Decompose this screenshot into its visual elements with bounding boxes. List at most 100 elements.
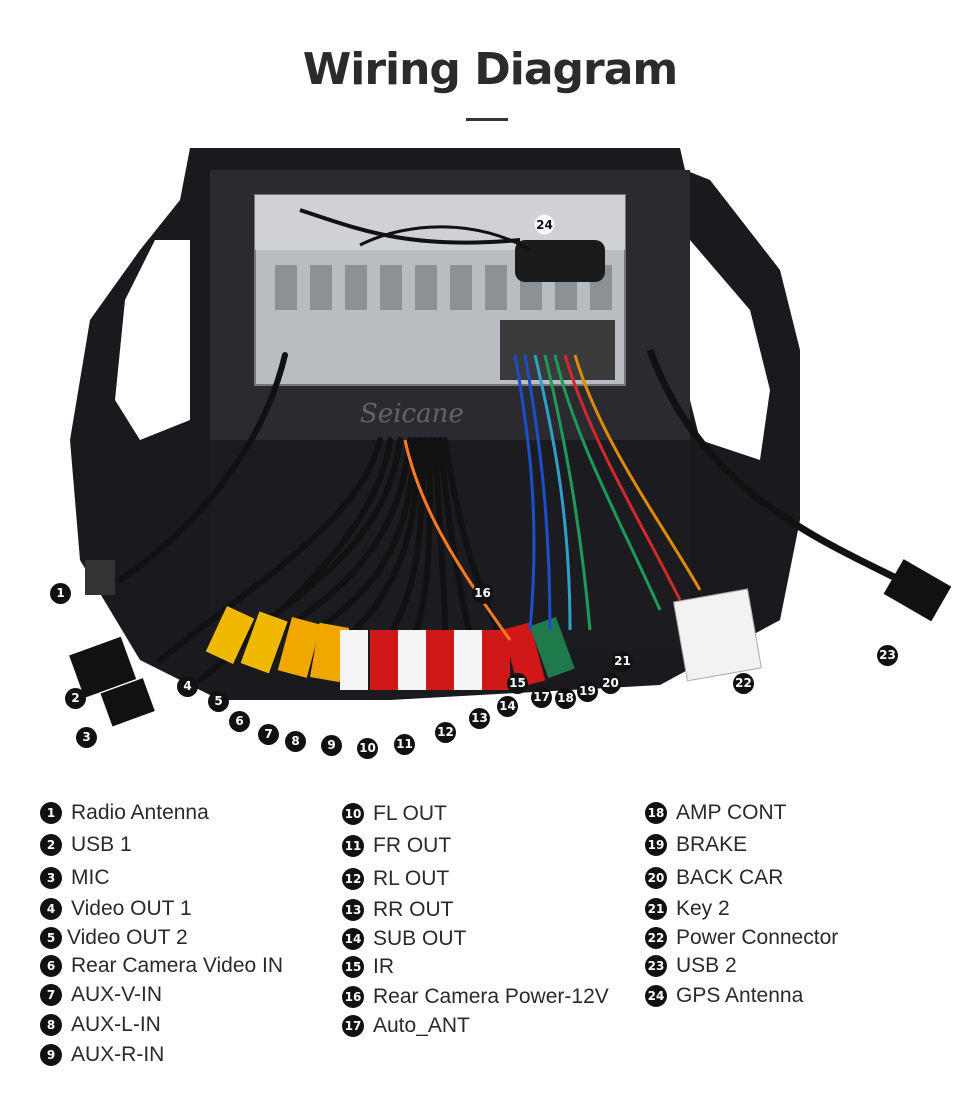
legend-label: BRAKE <box>676 833 748 856</box>
legend-badge: 8 <box>40 1014 62 1036</box>
page-title: Wiring Diagram <box>302 44 679 95</box>
legend-label: Rear Camera Power-12V <box>373 985 609 1008</box>
legend-label: Video OUT 2 <box>67 926 188 949</box>
legend-label: AUX-R-IN <box>71 1043 165 1066</box>
legend-item-amp-cont: 18 AMP CONT <box>645 800 786 826</box>
callout-12: 12 <box>435 722 456 743</box>
legend-item-auto-ant: 17 Auto_ANT <box>342 1013 470 1039</box>
legend-item-video-out-2: 5 Video OUT 2 <box>40 925 188 951</box>
legend-label: Video OUT 1 <box>71 897 192 920</box>
legend-item-fl-out: 10 FL OUT <box>342 801 447 827</box>
legend-label: AMP CONT <box>676 801 787 824</box>
legend-badge: 16 <box>342 986 364 1008</box>
legend-label: FL OUT <box>373 802 447 825</box>
callout-4: 4 <box>177 676 198 697</box>
callout-10: 10 <box>357 738 378 759</box>
callout-23: 23 <box>877 645 898 666</box>
legend-badge: 3 <box>40 867 62 889</box>
legend-badge: 11 <box>342 835 364 857</box>
legend-label: Key 2 <box>676 897 730 920</box>
radio-antenna-plug <box>85 560 115 595</box>
legend-badge: 21 <box>645 898 667 920</box>
legend-label: RL OUT <box>373 867 450 890</box>
power-connector <box>673 588 762 682</box>
legend-badge: 5 <box>40 927 62 949</box>
gps-puck <box>515 240 605 282</box>
product-photo: Seicane <box>60 140 960 780</box>
callout-2: 2 <box>65 688 86 709</box>
legend-label: Power Connector <box>676 926 839 949</box>
legend-label: MIC <box>71 866 110 889</box>
legend-badge: 17 <box>342 1015 364 1037</box>
watermark: Seicane <box>360 399 464 429</box>
legend-badge: 2 <box>40 834 62 856</box>
legend-badge: 12 <box>342 868 364 890</box>
legend-item-rear-camera-video-in: 6 Rear Camera Video IN <box>40 953 283 979</box>
legend-badge: 13 <box>342 899 364 921</box>
legend-label: RR OUT <box>373 898 454 921</box>
legend-label: BACK CAR <box>676 866 784 889</box>
legend-label: IR <box>373 955 394 978</box>
legend-item-power-connector: 22 Power Connector <box>645 925 838 951</box>
legend-badge: 19 <box>645 834 667 856</box>
callout-5: 5 <box>208 691 229 712</box>
usb2-plug <box>883 559 952 622</box>
callout-7: 7 <box>258 724 279 745</box>
legend-badge: 22 <box>645 927 667 949</box>
legend-badge: 4 <box>40 898 62 920</box>
rca-connectors <box>205 606 575 690</box>
legend-label: Auto_ANT <box>373 1014 470 1037</box>
callout-15: 15 <box>507 673 528 694</box>
legend-item-radio-antenna: 1 Radio Antenna <box>40 800 209 826</box>
callout-3: 3 <box>76 727 97 748</box>
bezel-window-left <box>115 240 190 440</box>
callout-6: 6 <box>229 711 250 732</box>
legend-label: GPS Antenna <box>676 984 804 1007</box>
legend-item-aux-v-in: 7 AUX-V-IN <box>40 982 162 1008</box>
legend-label: FR OUT <box>373 834 452 857</box>
legend-item-rr-out: 13 RR OUT <box>342 897 454 923</box>
legend-item-aux-r-in: 9 AUX-R-IN <box>40 1042 164 1068</box>
legend-item-brake: 19 BRAKE <box>645 832 747 858</box>
legend-item-sub-out: 14 SUB OUT <box>342 926 466 952</box>
callout-14: 14 <box>497 696 518 717</box>
legend-badge: 10 <box>342 803 364 825</box>
callout-18: 18 <box>555 688 576 709</box>
legend-badge: 23 <box>645 955 667 977</box>
callout-9: 9 <box>321 735 342 756</box>
legend-label: Radio Antenna <box>71 801 209 824</box>
callout-1: 1 <box>50 583 71 604</box>
legend-item-aux-l-in: 8 AUX-L-IN <box>40 1012 161 1038</box>
wiring-illustration: Seicane <box>69 148 952 727</box>
legend-label: USB 2 <box>676 954 737 977</box>
mic-plug <box>100 678 155 727</box>
callout-16: 16 <box>472 583 493 604</box>
legend-item-ir: 15 IR <box>342 954 394 980</box>
legend-item-usb2: 23 USB 2 <box>645 953 737 979</box>
legend-badge: 7 <box>40 984 62 1006</box>
callout-21: 21 <box>612 651 633 672</box>
callout-17: 17 <box>531 687 552 708</box>
title-underline <box>466 118 508 121</box>
legend-badge: 18 <box>645 802 667 824</box>
legend-badge: 1 <box>40 802 62 824</box>
callout-8: 8 <box>285 731 306 752</box>
legend-label: USB 1 <box>71 833 132 856</box>
legend-item-rl-out: 12 RL OUT <box>342 866 449 892</box>
legend-item-fr-out: 11 FR OUT <box>342 833 451 859</box>
legend-item-rear-camera-power: 16 Rear Camera Power-12V <box>342 984 609 1010</box>
legend-label: AUX-V-IN <box>71 983 163 1006</box>
legend-label: AUX-L-IN <box>71 1013 161 1036</box>
bezel-window-right <box>685 240 770 460</box>
callout-19: 19 <box>577 681 598 702</box>
legend-item-mic: 3 MIC <box>40 865 110 891</box>
callout-20: 20 <box>600 673 621 694</box>
legend-badge: 24 <box>645 985 667 1007</box>
callout-13: 13 <box>469 708 490 729</box>
legend-badge: 20 <box>645 867 667 889</box>
legend-item-key-2: 21 Key 2 <box>645 896 730 922</box>
legend-badge: 9 <box>40 1044 62 1066</box>
legend-badge: 14 <box>342 928 364 950</box>
callout-24: 24 <box>534 214 555 235</box>
legend-label: Rear Camera Video IN <box>71 954 284 977</box>
